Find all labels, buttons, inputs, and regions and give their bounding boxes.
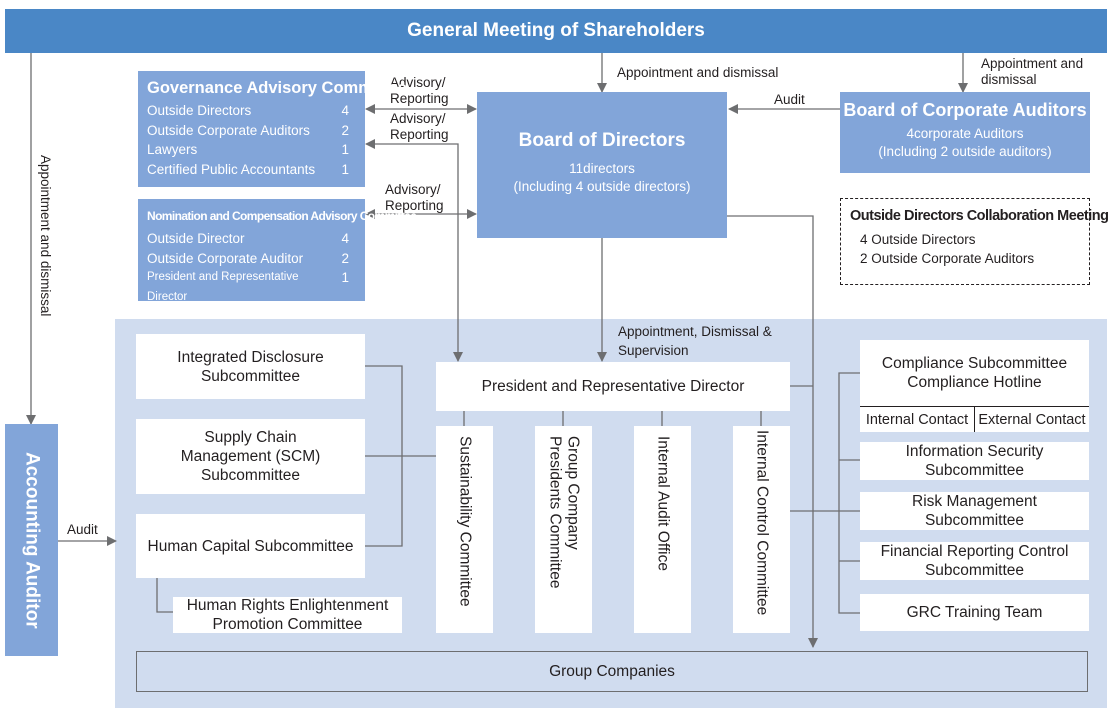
sustainability-committee[interactable]: Sustainability Committee (436, 426, 493, 633)
group-companies[interactable]: Group Companies (136, 651, 1088, 692)
outside-directors-collaboration-meeting[interactable]: Outside Directors Collaboration Meeting … (840, 198, 1109, 285)
governance-title: Governance Advisory Committee (147, 79, 407, 97)
integrated-disclosure-subcommittee[interactable]: Integrated Disclosure Subcommittee (136, 334, 365, 399)
accounting-auditor-title: Accounting Auditor (21, 451, 43, 629)
auditors-line1: 4corporate Auditors (906, 126, 1024, 141)
line-board-group (727, 215, 818, 648)
collab-line2: 2 Outside Corporate Auditors (860, 251, 1035, 266)
auditors-title: Board of Corporate Auditors (843, 100, 1087, 120)
label-advisory-1: Advisory/ Reporting (390, 75, 449, 106)
president-representative-director[interactable]: President and Representative Director (436, 362, 790, 411)
label-advisory-2: Advisory/ Reporting (390, 111, 449, 142)
label-advisory-3: Advisory/ Reporting (385, 182, 444, 213)
internal-control-committee[interactable]: Internal Control Committee (733, 426, 790, 633)
governance-advisory-committee[interactable]: Governance Advisory Committee Outside Di… (138, 71, 407, 187)
financial-reporting-control-subcommittee[interactable]: Financial Reporting Control Subcommittee (860, 542, 1089, 580)
label-audit-left: Audit (67, 522, 98, 537)
line-governance-president (365, 139, 463, 362)
board-line2: (Including 4 outside directors) (513, 179, 691, 194)
external-contact[interactable]: External Contact (978, 411, 1086, 428)
human-capital-subcommittee[interactable]: Human Capital Subcommittee (136, 514, 365, 578)
internal-audit-office[interactable]: Internal Audit Office (634, 426, 691, 633)
label-appoint-auditors: Appointment and dismissal (981, 56, 1084, 87)
compliance-subcommittee[interactable]: Compliance Subcommittee Compliance Hotli… (860, 340, 1089, 432)
human-rights-committee[interactable]: Human Rights Enlightenment Promotion Com… (173, 597, 402, 633)
compliance-title: Compliance Subcommittee Compliance Hotli… (860, 340, 1089, 407)
nomination-title: Nomination and Compensation Advisory Com… (147, 209, 417, 223)
board-title: Board of Directors (518, 130, 686, 151)
nomination-compensation-committee[interactable]: Nomination and Compensation Advisory Com… (138, 199, 417, 303)
label-appoint-board: Appointment and dismissal (617, 65, 779, 80)
collab-title: Outside Directors Collaboration Meeting (850, 208, 1109, 224)
shareholders-title: General Meeting of Shareholders (407, 20, 705, 41)
grc-training-team[interactable]: GRC Training Team (860, 594, 1089, 631)
board-of-directors[interactable]: Board of Directors 11directors (Includin… (477, 92, 727, 238)
label-audit-top: Audit (774, 92, 805, 107)
risk-management-subcommittee[interactable]: Risk Management Subcommittee (860, 492, 1089, 530)
group-company-presidents-committee[interactable]: Group Company Presidents Committee (535, 426, 592, 633)
board-of-corporate-auditors[interactable]: Board of Corporate Auditors 4corporate A… (840, 92, 1090, 173)
collab-line1: 4 Outside Directors (860, 232, 976, 247)
internal-contact[interactable]: Internal Contact (860, 407, 975, 432)
accounting-auditor[interactable]: Accounting Auditor (5, 424, 58, 656)
board-line1: 11directors (569, 161, 635, 176)
information-security-subcommittee[interactable]: Information Security Subcommittee (860, 442, 1089, 480)
label-appoint-president: Appointment, Dismissal & Supervision (618, 324, 772, 358)
scm-subcommittee[interactable]: Supply Chain Management (SCM) Subcommitt… (136, 419, 365, 494)
auditors-line2: (Including 2 outside auditors) (878, 144, 1052, 159)
shareholders-header[interactable]: General Meeting of Shareholders (5, 9, 1107, 53)
label-appoint-left: Appointment and dismissal (38, 155, 53, 317)
